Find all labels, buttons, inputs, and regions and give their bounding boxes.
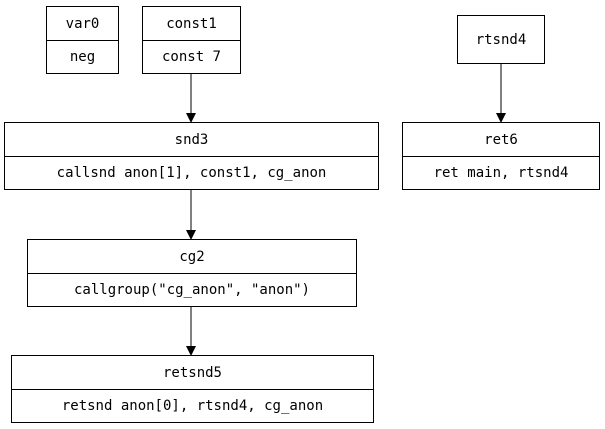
node-rtsnd4-title: rtsnd4 — [475, 31, 527, 48]
node-snd3-title: snd3 — [174, 131, 209, 148]
node-rtsnd4: rtsnd4 — [457, 15, 545, 64]
node-cg2: cg2 callgroup("cg_anon", "anon") — [27, 239, 357, 307]
node-retsnd5-body: retsnd anon[0], rtsnd4, cg_anon — [12, 389, 373, 422]
node-cg2-title: cg2 — [179, 248, 205, 265]
node-snd3-body: callsnd anon[1], const1, cg_anon — [5, 156, 378, 189]
node-const1-body: const 7 — [143, 40, 240, 73]
node-const1-title: const1 — [166, 15, 217, 32]
node-var0-body: neg — [47, 40, 118, 73]
node-var0-title: var0 — [65, 15, 100, 32]
node-ret6-title: ret6 — [484, 131, 518, 148]
node-snd3: snd3 callsnd anon[1], const1, cg_anon — [4, 122, 379, 190]
node-cg2-body: callgroup("cg_anon", "anon") — [28, 273, 356, 306]
node-retsnd5-title: retsnd5 — [162, 364, 222, 381]
node-ret6-body: ret main, rtsnd4 — [403, 156, 599, 189]
node-var0: var0 neg — [46, 6, 119, 74]
node-retsnd5: retsnd5 retsnd anon[0], rtsnd4, cg_anon — [11, 355, 374, 423]
node-const1: const1 const 7 — [142, 6, 241, 74]
node-ret6: ret6 ret main, rtsnd4 — [402, 122, 600, 190]
